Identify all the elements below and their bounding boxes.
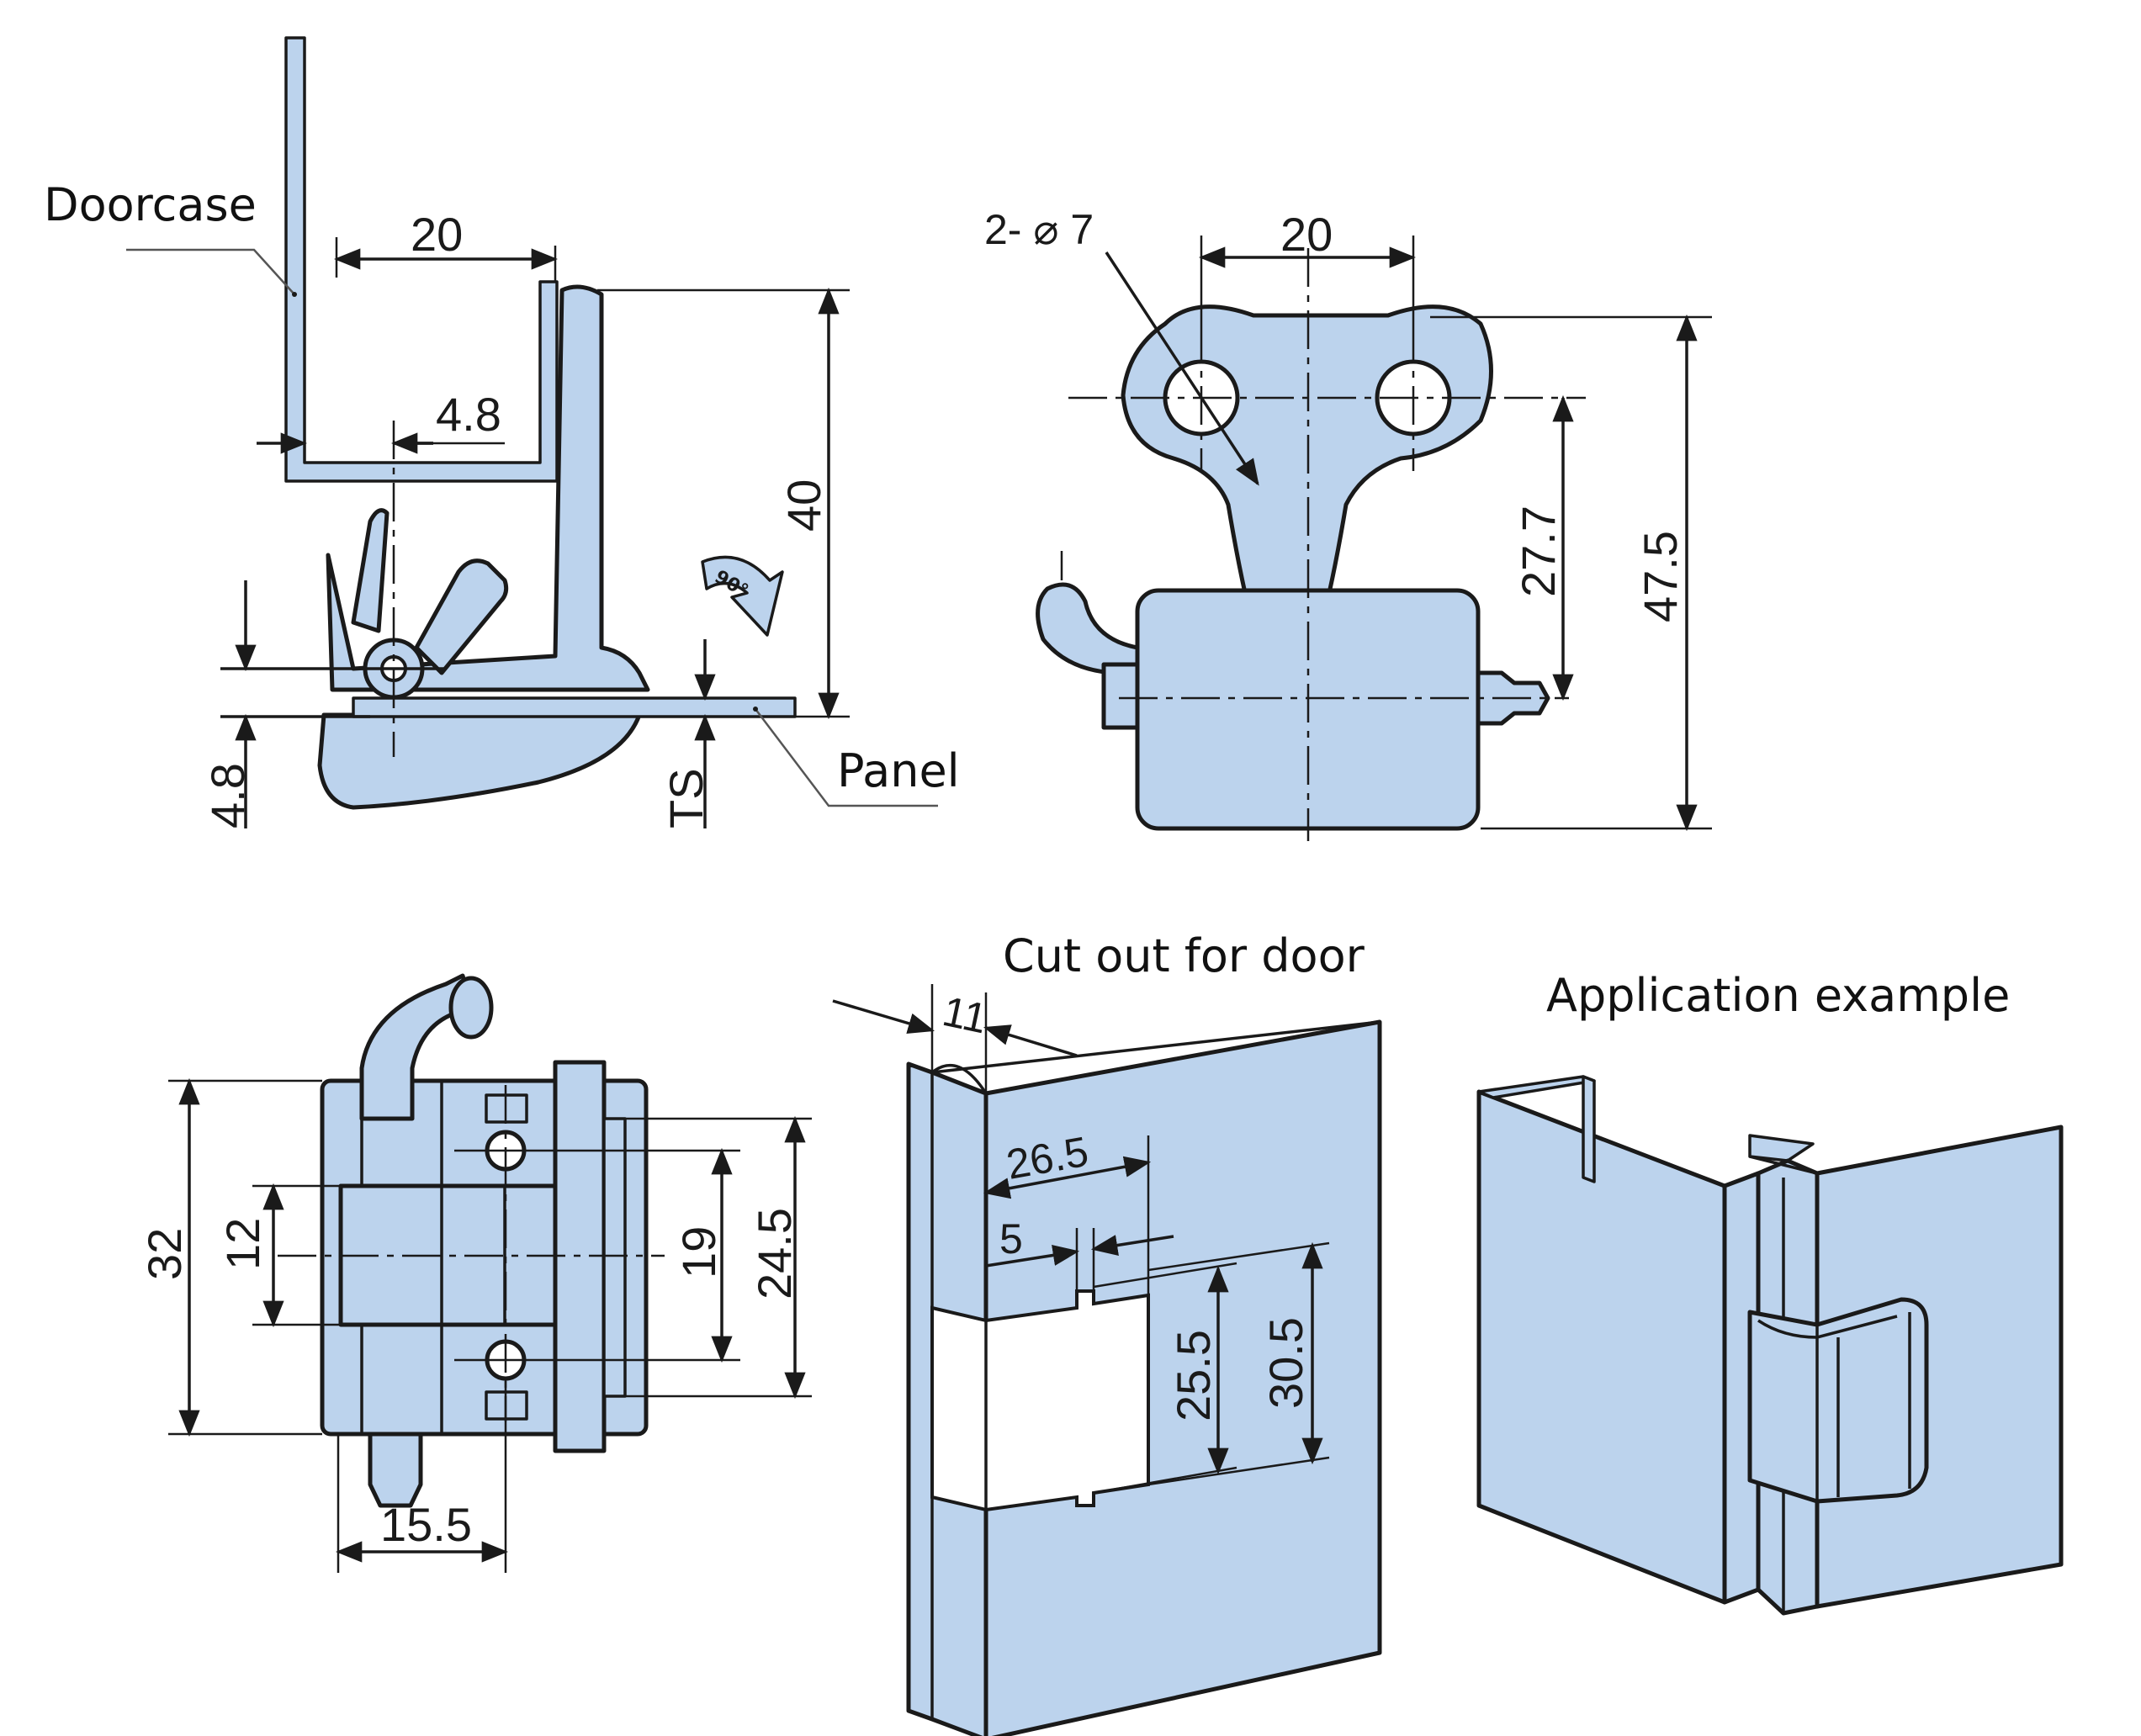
cutout-view: Cut out for door 11 26.5 5 25.5 xyxy=(832,929,1382,1736)
app-left-panel xyxy=(1476,1089,1727,1605)
panel-plate xyxy=(352,696,797,718)
dim-overall: 32 xyxy=(138,1228,191,1280)
front-hook-base xyxy=(1101,662,1140,730)
front-view: 20 2- ⌀ 7 27.7 47.5 xyxy=(984,206,1712,841)
cutout-opening xyxy=(930,1289,1150,1512)
dim-width-top: 20 xyxy=(411,208,463,261)
dim-inner: 25.5 xyxy=(1167,1330,1220,1421)
side-view: 20 4.8 40 4.8 TS 90° Doorcase Panel xyxy=(44,36,960,828)
label-doorcase: Doorcase xyxy=(44,178,257,231)
label-cutout: Cut out for door xyxy=(1003,929,1365,982)
doorcase-profile xyxy=(284,36,559,483)
dim-offset: 4.8 xyxy=(436,388,501,441)
dim-hole-height: 27.7 xyxy=(1512,505,1565,597)
dim-thickness: TS xyxy=(660,768,713,828)
dim-edge: 11 xyxy=(939,987,991,1043)
label-panel: Panel xyxy=(837,744,960,797)
top-view: 32 12 19 24.5 15.5 xyxy=(138,973,812,1573)
label-application: Application example xyxy=(1546,969,2010,1022)
dim-flange: 24.5 xyxy=(748,1208,801,1299)
dim-hole-spacing: 20 xyxy=(1280,208,1333,261)
front-hook xyxy=(1036,582,1140,675)
dim-outer: 30.5 xyxy=(1259,1317,1312,1409)
dim-total-height: 47.5 xyxy=(1634,531,1687,622)
rotation-arrow-icon xyxy=(701,555,784,637)
dim-bottom: 4.8 xyxy=(201,763,254,828)
dim-height: 40 xyxy=(777,479,830,532)
cam-arm xyxy=(414,558,509,675)
top-pin xyxy=(368,1432,423,1508)
top-flange-inner xyxy=(602,1117,627,1398)
dim-hole-spacing-top: 19 xyxy=(672,1226,725,1278)
dim-notch: 5 xyxy=(999,1215,1023,1262)
latch-housing xyxy=(317,712,642,810)
dim-width: 15.5 xyxy=(380,1498,472,1551)
cutout-front-panel xyxy=(983,1019,1382,1736)
dim-holes: 2- ⌀ 7 xyxy=(984,206,1094,253)
top-elbow-post xyxy=(359,973,474,1121)
application-view: Application example xyxy=(1476,969,2064,1616)
top-elbow-end xyxy=(448,976,494,1040)
hook-tab xyxy=(351,508,390,633)
dim-body: 12 xyxy=(216,1218,269,1270)
latch-body xyxy=(326,284,650,692)
